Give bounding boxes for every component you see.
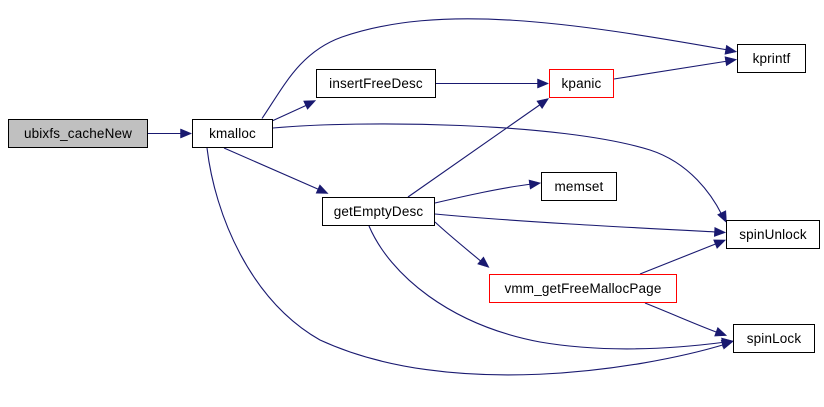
edge-kmalloc-to-spinUnlock [272, 123, 727, 224]
edge-kmalloc-to-insertFreeDesc [271, 100, 317, 122]
arrow-head-icon [714, 326, 728, 337]
edge-kmalloc-to-spinLock [206, 147, 734, 376]
edge-getEmptyDesc-to-memset [434, 179, 542, 204]
arrow-head-icon [180, 128, 193, 139]
graph-node-spinUnlock[interactable]: spinUnlock [726, 220, 820, 249]
edge-kpanic-to-kprintf [613, 56, 738, 80]
arrow-head-icon [717, 210, 727, 224]
edge-kmalloc-to-getEmptyDesc [223, 147, 329, 194]
graph-node-vmm_getFreeMallocPage[interactable]: vmm_getFreeMallocPage [489, 274, 677, 303]
arrow-head-icon [536, 98, 550, 110]
edge-insertFreeDesc-to-kpanic [436, 78, 550, 89]
graph-node-ubixfs_cacheNew[interactable]: ubixfs_cacheNew [8, 119, 148, 148]
arrow-head-icon [721, 337, 734, 348]
graph-node-label: spinLock [746, 330, 802, 346]
graph-node-label: getEmptyDesc [333, 203, 424, 219]
arrow-head-icon [713, 239, 727, 249]
edge-vmm_getFreeMallocPage-to-spinUnlock [639, 239, 727, 275]
graph-node-label: kmalloc [209, 125, 256, 141]
edge-getEmptyDesc-to-spinLock [368, 225, 734, 350]
graph-node-getEmptyDesc[interactable]: getEmptyDesc [322, 197, 435, 226]
arrow-head-icon [477, 256, 490, 268]
edge-vmm_getFreeMallocPage-to-spinLock [644, 302, 728, 337]
graph-node-memset[interactable]: memset [541, 172, 617, 201]
edge-ubixfs_cacheNew-to-kmalloc [148, 128, 193, 139]
graph-node-spinLock[interactable]: spinLock [733, 324, 815, 353]
edge-kmalloc-to-kprintf [261, 18, 738, 119]
arrow-head-icon [724, 56, 738, 67]
arrow-head-icon [724, 44, 738, 55]
edge-getEmptyDesc-to-vmm_getFreeMallocPage [434, 221, 490, 268]
graph-node-label: kpanic [561, 75, 602, 91]
graph-node-insertFreeDesc[interactable]: insertFreeDesc [316, 69, 436, 98]
arrow-head-icon [528, 179, 542, 190]
graph-node-label: vmm_getFreeMallocPage [504, 280, 662, 296]
edge-getEmptyDesc-to-kpanic [407, 98, 550, 198]
arrow-head-icon [303, 100, 317, 110]
graph-node-kmalloc[interactable]: kmalloc [192, 119, 273, 148]
graph-node-kpanic[interactable]: kpanic [549, 69, 614, 98]
arrow-head-icon [315, 184, 329, 194]
graph-node-label: insertFreeDesc [329, 75, 423, 91]
arrow-head-icon [714, 226, 727, 237]
graph-node-kprintf[interactable]: kprintf [737, 44, 806, 73]
arrow-head-icon [537, 78, 550, 89]
graph-node-label: ubixfs_cacheNew [23, 125, 133, 141]
graph-node-label: memset [554, 178, 604, 194]
edge-getEmptyDesc-to-spinUnlock [434, 213, 727, 237]
graph-node-label: kprintf [752, 50, 791, 66]
graph-node-label: spinUnlock [739, 226, 807, 242]
